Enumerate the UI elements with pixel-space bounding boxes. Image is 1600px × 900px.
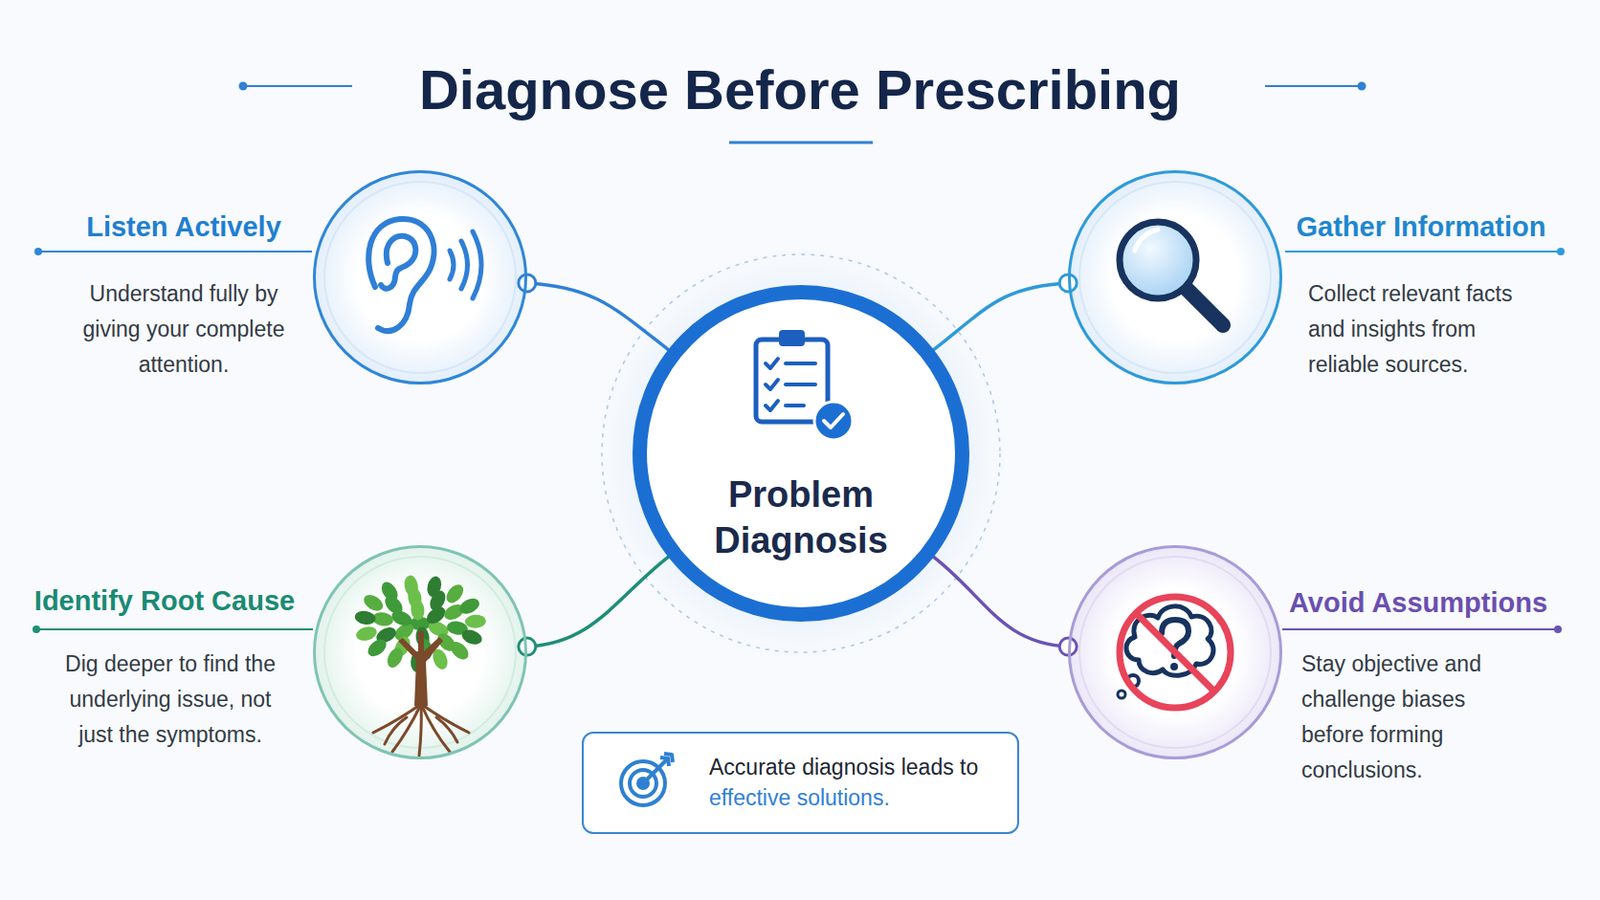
callout-highlight: effective solutions. — [709, 782, 890, 814]
center-halo — [640, 292, 962, 615]
no-assumption-icon — [1119, 597, 1231, 709]
connector — [527, 283, 669, 351]
step-heading: Listen Actively — [86, 209, 282, 245]
title-decoration — [1265, 85, 1362, 88]
ear-icon — [461, 241, 468, 289]
no-assumption-icon — [1135, 613, 1215, 692]
tree-icon — [373, 704, 469, 756]
icon-circle: Avoid AssumptionsStay objective and chal… — [1067, 545, 1283, 760]
target-icon — [643, 758, 668, 784]
center-label: Problem Diagnosis — [675, 471, 927, 564]
callout-box: Accurate diagnosis leads toeffective sol… — [581, 732, 1020, 835]
tree-leaf — [465, 614, 488, 629]
tree-leaf — [377, 578, 401, 604]
magnifier-icon — [1134, 229, 1158, 251]
icon-circle-fill — [315, 173, 1280, 757]
connector — [527, 556, 669, 647]
tree-leaf — [384, 645, 406, 671]
tree-leaf — [457, 595, 483, 618]
tree-icon — [384, 717, 407, 745]
tree-leaf — [354, 609, 378, 626]
icon-circle-fill — [1070, 548, 1280, 757]
tree-leaf — [402, 575, 420, 599]
clipboard-icon — [755, 330, 853, 441]
step-description: Understand fully by giving your complete… — [72, 276, 295, 383]
ear-icon — [380, 236, 416, 289]
icon-circle-fill — [1079, 556, 1271, 749]
icon-circle-fill — [315, 173, 525, 382]
diagram-title: Diagnose Before Prescribing — [419, 56, 1181, 124]
heading-rule — [1285, 250, 1561, 253]
icon-circle-fill — [1079, 181, 1271, 374]
heading-rule — [36, 628, 313, 631]
icon-circle-fill — [1070, 173, 1280, 382]
clipboard-icon — [778, 330, 805, 347]
step-heading: Identify Root Cause — [34, 583, 295, 619]
callout-text: Accurate diagnosis leads to — [709, 752, 978, 783]
tree-leaf — [355, 624, 379, 644]
icon-circle-fill — [324, 181, 516, 374]
heading-rule — [38, 250, 312, 253]
target-icon — [660, 757, 669, 767]
connector — [933, 556, 1068, 647]
magnifier-icon — [1186, 288, 1223, 326]
ear-icon — [368, 219, 482, 332]
ear-icon — [368, 219, 434, 332]
ear-icon — [449, 250, 454, 280]
clipboard-icon — [785, 382, 816, 387]
magnifier-icon — [1119, 222, 1223, 326]
clipboard-icon — [814, 401, 853, 441]
no-assumption-icon — [1117, 690, 1126, 699]
clipboard-icon — [765, 400, 778, 411]
no-assumption-icon — [1170, 663, 1178, 671]
title-decoration — [1357, 82, 1367, 91]
magnifier-icon — [1119, 222, 1197, 299]
ear-icon — [472, 231, 482, 299]
heading-rule — [1554, 625, 1562, 634]
heading-rule — [32, 247, 1565, 634]
clipboard-icon — [823, 414, 844, 428]
heading-rule — [1282, 628, 1558, 631]
clipboard-icon — [785, 403, 804, 408]
tree-leaf — [446, 638, 471, 663]
step-heading: Gather Information — [1295, 209, 1546, 245]
tree-leaf — [459, 627, 485, 648]
title-decoration — [729, 141, 873, 145]
tree-leaf — [360, 592, 386, 616]
center-halo — [588, 241, 1014, 667]
title-decoration — [239, 82, 248, 91]
icon-circle: Gather InformationCollect relevant facts… — [1067, 170, 1283, 385]
connector — [933, 283, 1068, 351]
clipboard-icon — [765, 358, 816, 411]
heading-rule — [32, 625, 41, 634]
clipboard-icon — [785, 361, 816, 366]
step-description: Dig deeper to find the underlying issue,… — [49, 646, 291, 754]
step-heading: Avoid Assumptions — [1288, 585, 1548, 621]
tree-icon — [354, 575, 488, 756]
center-circle: Problem Diagnosis — [632, 285, 970, 623]
target-icon — [664, 754, 673, 763]
tree-icon — [421, 704, 450, 753]
step-description: Stay objective and challenge biases befo… — [1301, 646, 1501, 789]
center-halo — [588, 241, 1014, 667]
tree-icon — [398, 631, 444, 707]
icon-circle: Listen ActivelyUnderstand fully by givin… — [312, 170, 528, 385]
center-halo — [601, 254, 1000, 653]
icon-circle: Identify Root CauseDig deeper to find th… — [312, 545, 528, 760]
no-assumption-icon — [1117, 597, 1231, 709]
icon-circle-fill — [315, 548, 525, 757]
clipboard-icon — [765, 358, 778, 369]
heading-rule — [1556, 247, 1565, 256]
heading-rule — [34, 247, 43, 256]
step-description: Collect relevant facts and insights from… — [1308, 276, 1550, 383]
clipboard-icon — [765, 379, 778, 390]
target-icon — [621, 754, 673, 806]
tree-icon — [436, 717, 458, 743]
tree-leaf — [424, 575, 444, 600]
callout-fill — [583, 733, 1018, 833]
title-decoration — [243, 85, 353, 88]
tree-icon — [421, 704, 469, 734]
tree-icon — [419, 704, 422, 756]
